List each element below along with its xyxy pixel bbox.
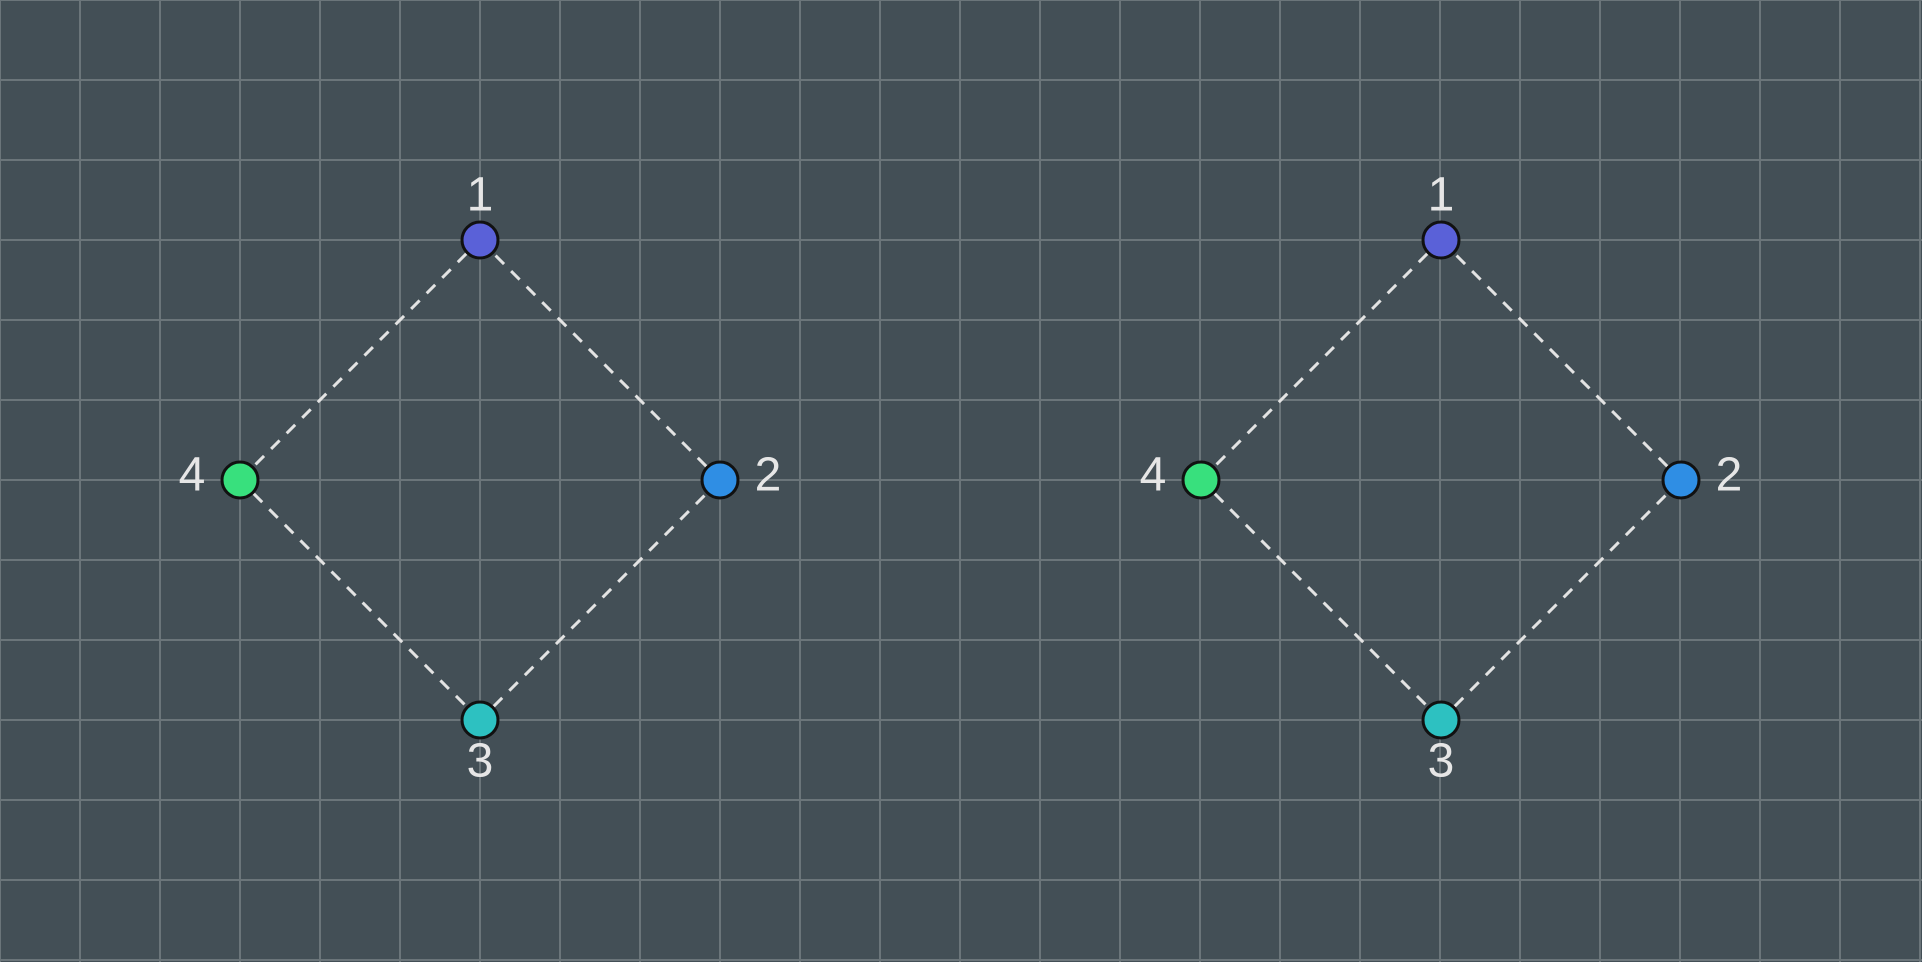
diagram-left: 1 2 3 4 bbox=[179, 169, 782, 788]
node-label-4: 4 bbox=[179, 449, 206, 502]
node-label-3: 3 bbox=[1428, 735, 1455, 788]
node-2 bbox=[700, 460, 740, 500]
nodes: 1 2 3 4 bbox=[1140, 169, 1743, 788]
node-2 bbox=[1661, 460, 1701, 500]
node-1 bbox=[1421, 220, 1461, 260]
node-label-4: 4 bbox=[1140, 449, 1167, 502]
node-label-1: 1 bbox=[467, 169, 494, 222]
diagram-right: 1 2 3 4 bbox=[1140, 169, 1743, 788]
node-4 bbox=[1181, 460, 1221, 500]
node-3 bbox=[1421, 700, 1461, 740]
node-1 bbox=[460, 220, 500, 260]
node-label-1: 1 bbox=[1428, 169, 1455, 222]
node-4 bbox=[220, 460, 260, 500]
node-label-2: 2 bbox=[1716, 449, 1743, 502]
node-3 bbox=[460, 700, 500, 740]
node-label-2: 2 bbox=[755, 449, 782, 502]
node-label-3: 3 bbox=[467, 735, 494, 788]
nodes: 1 2 3 4 bbox=[179, 169, 782, 788]
